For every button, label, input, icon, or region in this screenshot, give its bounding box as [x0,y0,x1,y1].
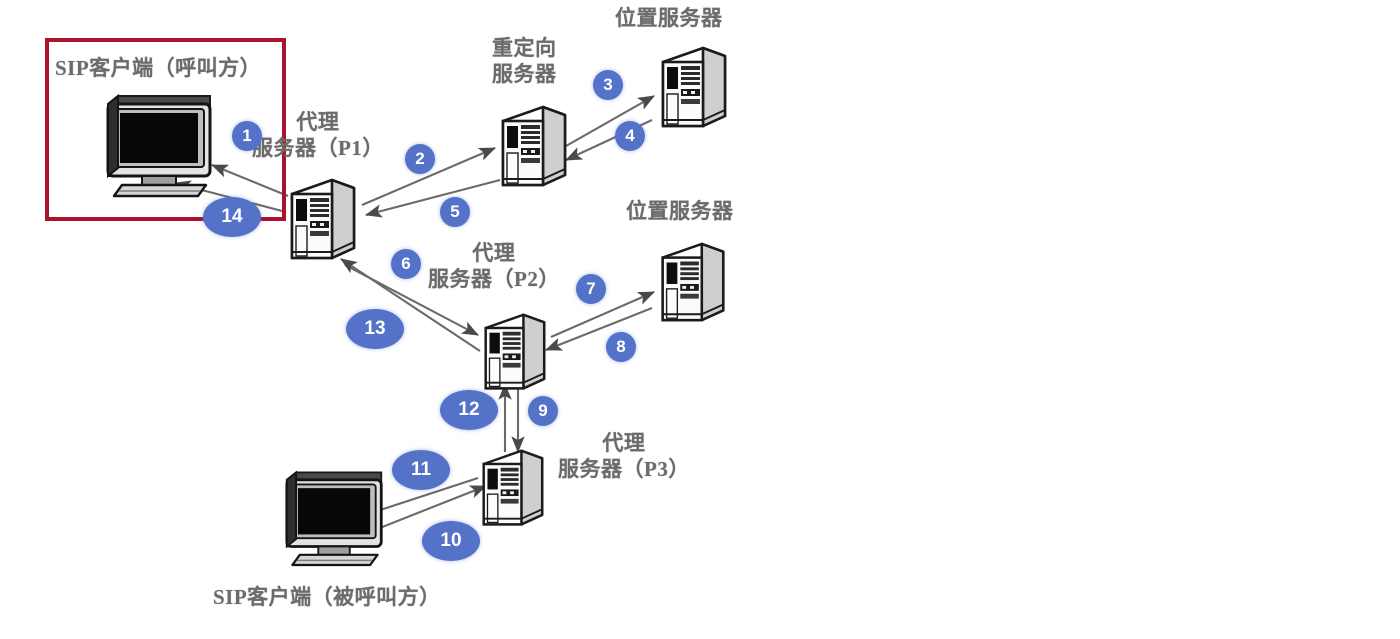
caller-highlight-rect [45,38,286,221]
step-badge-6: 6 [391,249,421,279]
step-badge-4: 4 [615,121,645,151]
step-badge-9: 9 [528,396,558,426]
server-tower-icon-location_1 [657,44,729,132]
step-badge-11: 11 [392,450,450,490]
node-label-caller: SIP客户端（呼叫方） [55,56,262,80]
desktop-computer-icon-callee [272,462,397,568]
flow-arrow-step-8 [545,307,653,351]
server-tower-icon-proxy_p1 [286,176,358,264]
server-tower-icon-redirect [497,103,569,191]
step-badge-2: 2 [405,144,435,174]
node-label-proxy_p3: 代理 服务器（P3） [558,431,690,481]
server-tower-icon-location_2 [656,240,728,326]
node-label-redirect: 重定向 服务器 [492,36,557,86]
step-badge-14: 14 [203,197,261,237]
flow-arrow-step-5 [364,178,501,218]
step-badge-3: 3 [593,70,623,100]
node-label-proxy_p1: 代理 服务器（P1） [252,110,384,160]
node-label-proxy_p2: 代理 服务器（P2） [428,241,560,291]
step-badge-7: 7 [576,274,606,304]
step-badge-10: 10 [422,521,480,561]
node-label-callee: SIP客户端（被呼叫方） [213,585,441,609]
server-tower-icon-proxy_p2 [480,311,548,394]
step-badge-12: 12 [440,390,498,430]
node-label-location_2: 位置服务器 [626,199,734,223]
step-badge-8: 8 [606,332,636,362]
flow-arrow-step-7 [550,291,655,338]
desktop-computer-icon-caller [92,86,227,198]
step-badge-5: 5 [440,197,470,227]
step-badge-1: 1 [232,121,262,151]
node-label-location_1: 位置服务器 [615,6,723,30]
step-badge-13: 13 [346,309,404,349]
server-tower-icon-proxy_p3 [478,447,546,530]
